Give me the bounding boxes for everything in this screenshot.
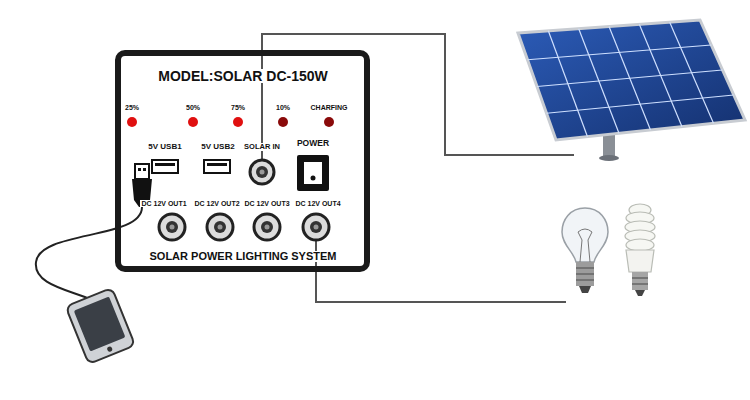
lamp-wire — [316, 227, 566, 302]
system-name: SOLAR POWER LIGHTING SYSTEM — [148, 251, 337, 262]
power-switch — [297, 155, 329, 191]
solar-panel — [518, 20, 745, 161]
usb-port — [152, 160, 178, 173]
dc-jack — [250, 160, 274, 184]
port-label: 75% — [230, 104, 246, 111]
port-label: CHARFING — [310, 104, 349, 111]
usb-port — [204, 160, 230, 173]
usb-cable — [36, 207, 142, 300]
phone — [66, 288, 136, 364]
housing-box: MODEL:SOLAR DC-150W SOLAR POWER LIGHTING … — [115, 50, 370, 272]
port-label: 25% — [124, 104, 140, 111]
port-label: DC 12V OUT4 — [294, 200, 341, 207]
port-label: DC 12V OUT1 — [140, 200, 187, 207]
dc-jack — [303, 214, 329, 240]
led — [324, 117, 334, 127]
dc-jack — [207, 214, 233, 240]
led — [278, 117, 288, 127]
port-label: 50% — [185, 104, 201, 111]
port-label: POWER — [296, 139, 330, 148]
port-label: DC 12V OUT2 — [193, 200, 240, 207]
port-label: 10% — [275, 104, 291, 111]
led — [188, 117, 198, 127]
dc-jack — [159, 214, 185, 240]
port-label: 5V USB2 — [200, 143, 235, 151]
port-label: 5V USB1 — [147, 143, 182, 151]
model-title: MODEL:SOLAR DC-150W — [157, 69, 329, 83]
housing-fill — [115, 50, 370, 272]
led — [127, 117, 137, 127]
led — [233, 117, 243, 127]
dc-jack — [254, 214, 280, 240]
cfl-bulb — [625, 204, 655, 296]
port-label: SOLAR IN — [243, 143, 281, 151]
port-label: DC 12V OUT3 — [243, 200, 290, 207]
incandescent-bulb — [562, 208, 608, 293]
